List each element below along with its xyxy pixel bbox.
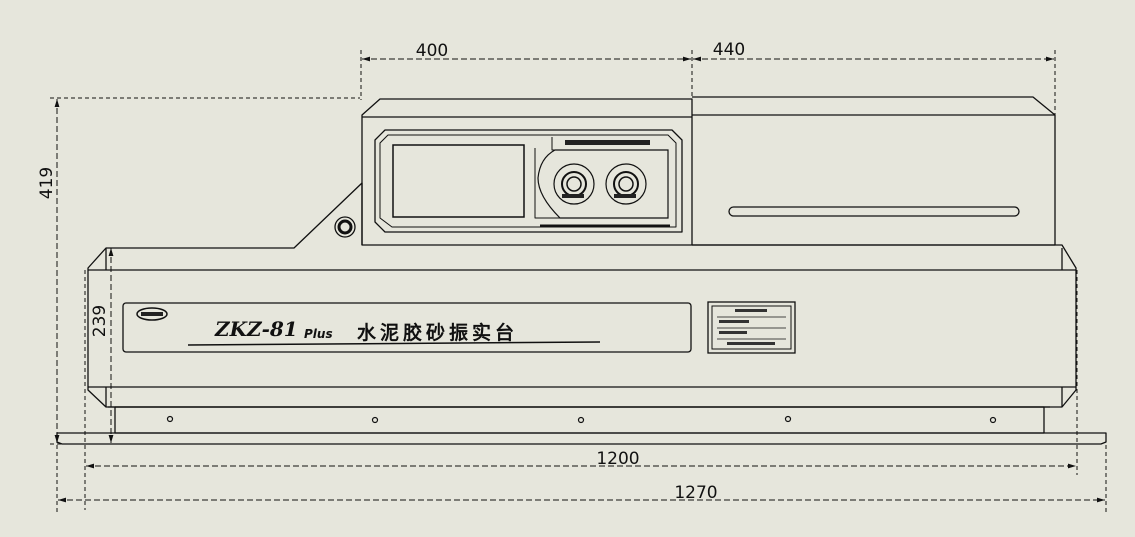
nameplate-underline <box>187 341 601 346</box>
base-plate <box>56 432 1107 445</box>
main-housing <box>87 182 1077 408</box>
control-housing <box>361 98 693 245</box>
dim-label-top-right: 440 <box>713 40 745 60</box>
panel-bezel <box>374 129 683 233</box>
knob-left-icon[interactable] <box>553 163 595 205</box>
brand-logo <box>136 307 168 321</box>
panel-label-strip <box>565 140 650 145</box>
lower-frame <box>114 406 1045 434</box>
knob-recess <box>537 149 669 219</box>
dim-label-top-left: 400 <box>416 41 448 61</box>
power-button-icon[interactable] <box>334 216 356 238</box>
machine-body <box>56 96 1107 445</box>
product-name: 水泥胶砂振实台 <box>357 321 518 344</box>
model-suffix: Plus <box>304 327 333 341</box>
right-housing <box>692 96 1056 246</box>
dim-label-overall-width: 1270 <box>674 483 717 503</box>
nameplate-band <box>122 302 692 353</box>
dim-label-base-height: 239 <box>90 305 110 337</box>
dim-label-total-height: 419 <box>37 167 57 199</box>
spec-plate <box>707 301 796 354</box>
display-screen <box>392 144 525 218</box>
dim-label-base-width: 1200 <box>596 449 639 469</box>
slot <box>728 206 1020 217</box>
model-number: ZKZ-81 <box>214 317 298 341</box>
dimension-lines <box>50 50 1107 515</box>
bolt-holes <box>166 415 997 424</box>
knob-right-icon[interactable] <box>605 163 647 205</box>
